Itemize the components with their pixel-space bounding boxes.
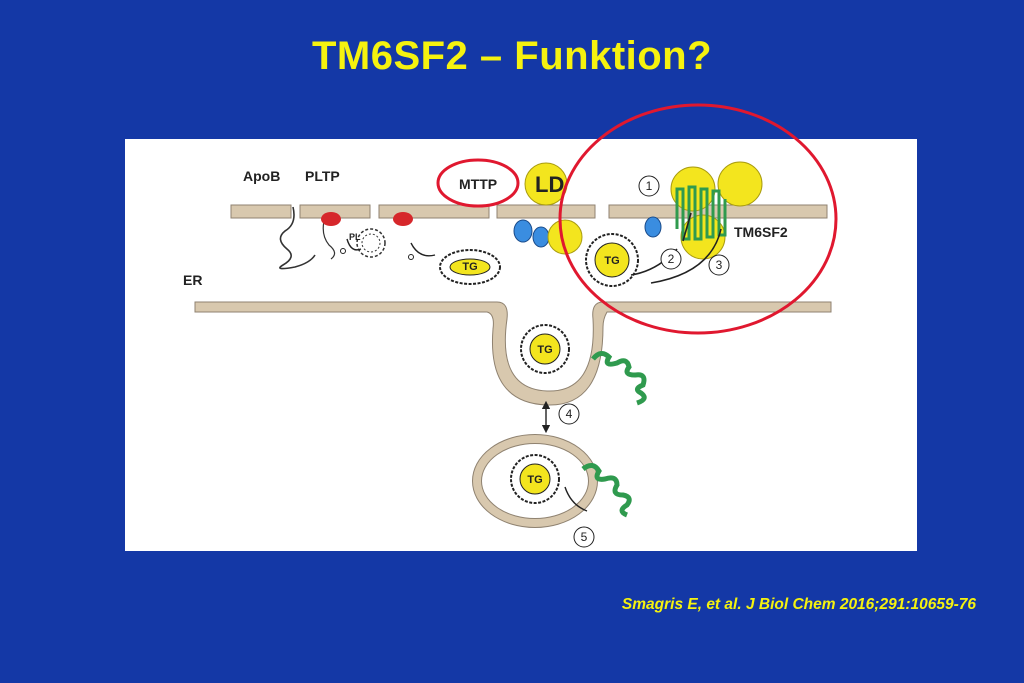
svg-text:5: 5 [581,530,588,544]
tg-label: TG [462,261,477,273]
er-label: ER [183,272,202,288]
tm6sf2-bud [591,351,647,406]
step-1-marker: 1 [638,175,660,197]
pltp-protein-2 [393,212,413,226]
tm6sf2-protein [675,185,727,241]
step-4-marker: 4 [558,403,580,425]
citation-text: Smagris E, et al. J Biol Chem 2016;291:1… [621,596,976,613]
tm6sf2-pathway-diagram: TG TG TG TG [183,161,832,548]
pathway-figure: TG TG TG TG [125,139,917,551]
svg-text:3: 3 [716,258,723,272]
tm6sf2-label: TM6SF2 [734,224,788,240]
svg-text:2: 2 [668,252,675,266]
svg-text:1: 1 [646,179,653,193]
tg-label: TG [604,255,619,267]
pltp-protein [321,212,341,226]
ld-label: LD [535,172,564,197]
er-membrane-top [230,204,828,219]
step-5-marker: 5 [573,526,595,548]
step-2-marker: 2 [660,248,682,270]
svg-text:4: 4 [566,407,573,421]
mttp-label: MTTP [459,176,497,192]
tg-label: TG [527,474,542,486]
apob-chain [279,206,316,270]
mttp-protein [513,219,533,243]
step-3-marker: 3 [708,254,730,276]
er-membrane-lumen [194,301,832,406]
pltp-label: PLTP [305,168,340,184]
pl-label: PL [349,232,361,242]
tm6sf2-vesicle [581,463,632,518]
apob-label: ApoB [243,168,280,184]
tg-label: TG [537,344,552,356]
slide-title: TM6SF2 – Funktion? [311,34,713,78]
